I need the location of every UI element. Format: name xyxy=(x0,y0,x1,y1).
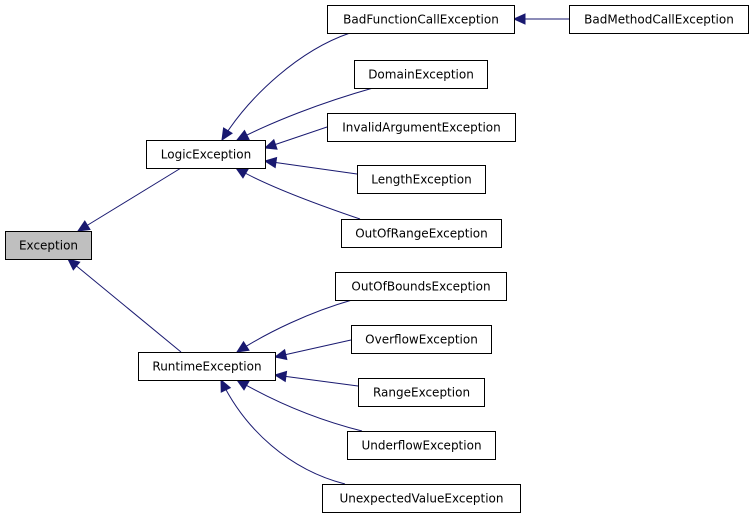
edge-badfunc-to-logic xyxy=(221,32,351,142)
class-node-box xyxy=(354,60,488,89)
arrowhead-icon xyxy=(220,378,232,393)
class-node-runtime[interactable]: RuntimeException xyxy=(138,352,276,381)
class-node-label: BadFunctionCallException xyxy=(343,13,499,27)
class-node-label: UnderflowException xyxy=(361,439,481,453)
class-node-domain[interactable]: DomainException xyxy=(354,60,488,89)
class-node-box xyxy=(569,5,749,34)
arrowhead-icon xyxy=(263,138,278,150)
arrowhead-icon xyxy=(235,340,250,353)
class-node-range[interactable]: RangeException xyxy=(358,378,485,407)
edge-range-to-runtime xyxy=(273,370,359,387)
edge-underflow-to-runtime xyxy=(235,379,363,432)
edge-line xyxy=(220,379,346,485)
arrowhead-icon xyxy=(221,127,233,142)
class-node-label: InvalidArgumentException xyxy=(342,121,500,135)
edge-domain-to-logic xyxy=(235,87,374,141)
edge-unexpected-to-runtime xyxy=(220,378,346,485)
class-node-label: DomainException xyxy=(368,68,474,82)
edge-line xyxy=(274,374,359,387)
edge-length-to-logic xyxy=(263,156,358,175)
edge-invalidarg-to-logic xyxy=(263,126,328,150)
class-node-outofrange[interactable]: OutOfRangeException xyxy=(341,219,502,248)
class-node-box xyxy=(357,165,486,194)
edge-badmethod-to-badfunc xyxy=(512,13,569,25)
class-node-label: Exception xyxy=(19,239,78,253)
class-node-outofbounds[interactable]: OutOfBoundsException xyxy=(335,272,507,301)
arrowhead-icon xyxy=(67,258,81,271)
class-node-label: LengthException xyxy=(371,173,471,187)
arrowhead-icon xyxy=(76,220,91,232)
class-node-label: RangeException xyxy=(373,386,470,400)
arrowhead-icon xyxy=(273,348,288,361)
edge-line xyxy=(67,258,182,353)
class-node-box xyxy=(327,113,516,142)
edge-outofbounds-to-runtime xyxy=(235,299,353,353)
class-node-label: OutOfRangeException xyxy=(355,227,488,241)
class-node-underflow[interactable]: UnderflowException xyxy=(347,431,496,460)
class-node-label: RuntimeException xyxy=(152,360,261,374)
class-node-box xyxy=(146,140,266,169)
class-node-overflow[interactable]: OverflowException xyxy=(351,325,492,354)
class-node-label: LogicException xyxy=(161,148,251,162)
class-node-box xyxy=(322,484,521,513)
edge-runtime-to-exception xyxy=(67,258,182,353)
class-node-label: OverflowException xyxy=(365,333,478,347)
class-node-box xyxy=(335,272,507,301)
edge-line xyxy=(264,160,358,175)
class-node-logic[interactable]: LogicException xyxy=(146,140,266,169)
edge-line xyxy=(236,87,374,141)
edge-line xyxy=(236,379,363,432)
edge-outofrange-to-logic xyxy=(234,167,361,220)
class-node-box xyxy=(138,352,276,381)
arrowhead-icon xyxy=(273,370,288,383)
edge-line xyxy=(235,167,361,220)
edges-layer xyxy=(67,13,569,485)
class-node-box xyxy=(351,325,492,354)
arrowhead-icon xyxy=(234,167,249,179)
arrowhead-icon xyxy=(235,129,250,141)
edge-line xyxy=(236,299,353,353)
class-node-label: BadMethodCallException xyxy=(584,13,734,27)
class-node-box xyxy=(358,378,485,407)
class-node-badmethod[interactable]: BadMethodCallException xyxy=(569,5,749,34)
class-node-invalidarg[interactable]: InvalidArgumentException xyxy=(327,113,516,142)
arrowhead-icon xyxy=(235,379,250,391)
class-node-box xyxy=(341,219,502,248)
class-node-label: UnexpectedValueException xyxy=(340,492,504,506)
edge-overflow-to-runtime xyxy=(273,339,352,361)
class-node-length[interactable]: LengthException xyxy=(357,165,486,194)
edge-line xyxy=(77,167,182,232)
class-node-box xyxy=(347,431,496,460)
edge-line xyxy=(274,339,352,358)
class-node-label: OutOfBoundsException xyxy=(351,280,490,294)
edge-logic-to-exception xyxy=(76,167,182,232)
edge-line xyxy=(221,32,351,141)
class-node-unexpected[interactable]: UnexpectedValueException xyxy=(322,484,521,513)
arrowhead-icon xyxy=(512,13,526,25)
class-node-exception[interactable]: Exception xyxy=(5,231,92,260)
arrowhead-icon xyxy=(263,156,278,169)
class-node-box xyxy=(327,5,515,34)
class-node-badfunc[interactable]: BadFunctionCallException xyxy=(327,5,515,34)
class-node-box xyxy=(5,231,92,260)
